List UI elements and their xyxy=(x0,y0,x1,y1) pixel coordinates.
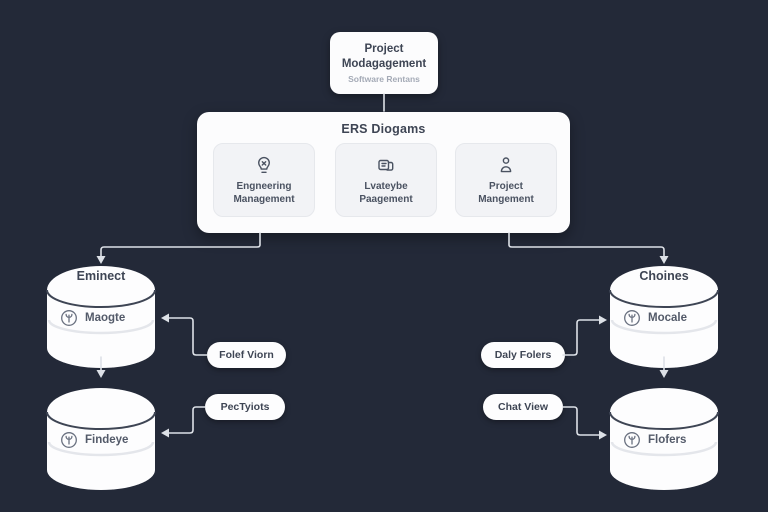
sprout-badge-icon xyxy=(624,432,640,448)
arrowhead-left-bottom xyxy=(161,428,169,438)
database-choines[interactable]: Choines Mocale xyxy=(608,260,720,374)
cylinder-row-label: Flofers xyxy=(648,434,687,446)
card-lifecycle-management[interactable]: Lvateybe Paagement xyxy=(335,143,437,217)
book-icon xyxy=(378,159,394,171)
connector-container-to-right-db xyxy=(508,232,665,258)
cylinder-row-label: Findeye xyxy=(85,434,129,446)
node-ers-diagrams[interactable]: ERS Diogams Engneering Management Lvatey… xyxy=(197,112,570,233)
cylinder-shape xyxy=(46,388,156,490)
arrowhead-right-bottom xyxy=(599,430,607,440)
arrowhead-right-top xyxy=(599,315,607,325)
node-title-line1: Project xyxy=(364,43,404,56)
container-title: ERS Diogams xyxy=(341,122,426,136)
cylinder-row[interactable]: Mocale xyxy=(623,309,687,327)
connector-pill1-to-left-top-db xyxy=(168,317,208,356)
connector-pill4-to-right-bottom-db xyxy=(562,406,600,436)
cylinder-shape xyxy=(609,388,719,490)
arrowhead-left-top xyxy=(161,313,169,323)
label-folef-viorn[interactable]: Folef Viorn xyxy=(207,342,286,368)
sprout-badge-icon xyxy=(61,432,77,448)
sprout-badge-icon xyxy=(61,310,77,326)
lightbulb-icon xyxy=(258,156,270,173)
card-label-line2: Mangement xyxy=(478,193,534,205)
cylinder-row-label: Maogte xyxy=(85,312,126,324)
node-subtitle: Software Rentans xyxy=(348,73,420,84)
card-label-line1: Project xyxy=(489,180,523,192)
person-icon xyxy=(500,156,512,172)
database-findeye[interactable]: Findeye xyxy=(45,382,157,496)
cylinder-shape xyxy=(46,266,156,368)
cylinder-row-label: Mocale xyxy=(648,312,687,324)
card-engineering-management[interactable]: Engneering Management xyxy=(213,143,315,217)
database-folders[interactable]: Flofers xyxy=(608,382,720,496)
cylinder-row[interactable]: Maogte xyxy=(60,309,125,327)
card-label-line2: Paagement xyxy=(359,193,413,205)
card-label: Project Mangement xyxy=(478,180,534,206)
connector-pill2-to-left-bottom-db xyxy=(168,406,206,434)
cylinder-row[interactable]: Flofers xyxy=(623,431,686,449)
card-project-management[interactable]: Project Mangement xyxy=(455,143,557,217)
card-label: Engneering Management xyxy=(233,180,294,206)
node-title: Project Modagagement xyxy=(342,42,426,71)
card-label: Lvateybe Paagement xyxy=(359,180,412,206)
node-title-line2: Modagagement xyxy=(341,57,427,70)
label-pectyiots[interactable]: PecTyiots xyxy=(205,394,285,420)
label-chat-view[interactable]: Chat View xyxy=(483,394,563,420)
card-label-line1: Engneering xyxy=(236,180,292,192)
label-daly-folers[interactable]: Daly Folers xyxy=(481,342,565,368)
sprout-badge-icon xyxy=(624,310,640,326)
card-label-line1: Lvateybe xyxy=(364,180,408,192)
node-project-management[interactable]: Project Modagagement Software Rentans xyxy=(330,32,438,94)
database-eminect[interactable]: Eminect Maogte xyxy=(45,260,157,374)
cylinder-title: Choines xyxy=(639,269,689,283)
cylinder-shape xyxy=(609,266,719,368)
cylinder-row[interactable]: Findeye xyxy=(60,431,128,449)
cylinder-title: Eminect xyxy=(76,269,126,283)
connector-pill3-to-right-top-db xyxy=(562,319,600,356)
card-label-line2: Management xyxy=(233,193,295,205)
connector-container-to-left-db xyxy=(100,232,261,258)
